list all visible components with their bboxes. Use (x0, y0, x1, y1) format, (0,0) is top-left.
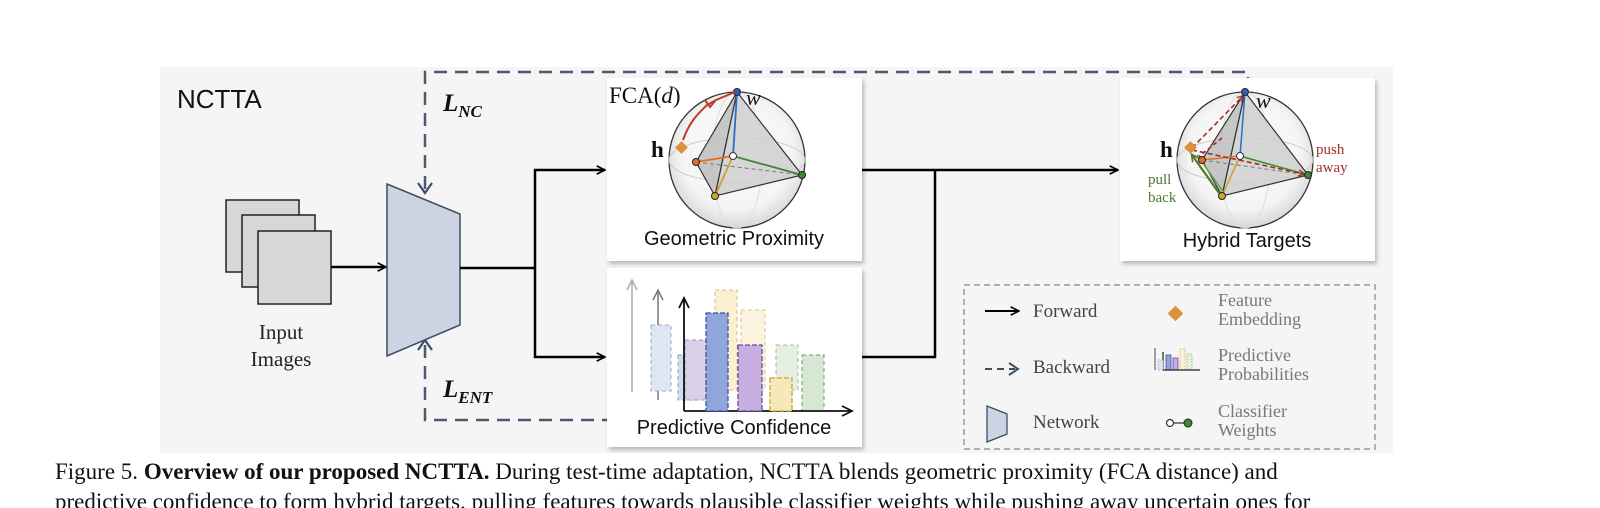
predictive-confidence-panel: Predictive Confidence (607, 268, 862, 447)
input-images-icon (225, 199, 332, 305)
hybrid-w-label: w (1256, 88, 1271, 113)
caption-line1: Figure 5. Overview of our proposed NCTTA… (55, 459, 1278, 484)
legend-feature-line1: Feature (1218, 290, 1272, 310)
backward-loop-bottom (423, 345, 612, 422)
input-label-line2: Images (251, 347, 312, 371)
push-away-line2: away (1316, 160, 1348, 176)
legend-classifier-line2: Weights (1218, 420, 1277, 440)
figure-caption: Figure 5. Overview of our proposed NCTTA… (55, 457, 1555, 508)
confidence-panel-label: Predictive Confidence (637, 417, 832, 439)
confidence-merge-line (862, 170, 937, 359)
legend-predictive-line1: Predictive (1218, 345, 1291, 365)
legend-classifier-icon (1165, 418, 1193, 428)
legend-feature-line2: Embedding (1218, 309, 1301, 329)
loss-nc-label: LNC (442, 90, 483, 121)
network-shape (386, 182, 461, 358)
nc-arrowhead (417, 182, 433, 195)
geometric-h-label: h (651, 137, 664, 162)
branch-lower-arrow (533, 268, 605, 357)
legend-network-icon (986, 405, 1008, 443)
fca-label: FCA(d) (609, 83, 681, 108)
push-away-line1: push (1316, 142, 1345, 158)
pull-back-line1: pull (1148, 172, 1171, 188)
legend-probabilities-icon (1154, 348, 1200, 371)
legend-predictive-line2: Probabilities (1218, 364, 1309, 384)
backward-loop (423, 70, 1250, 189)
geometric-proximity-panel: FCA(d) h w Geometric Proximity (607, 78, 862, 261)
legend-classifier-line1: Classifier (1218, 401, 1287, 421)
geometric-w-label: w (746, 85, 761, 110)
hybrid-panel-label: Hybrid Targets (1183, 230, 1312, 252)
geometric-panel-label: Geometric Proximity (644, 228, 824, 250)
loss-ent-label: LENT (442, 376, 493, 407)
panel-title: NCTTA (177, 84, 262, 114)
branch-upper-arrow (533, 170, 605, 268)
pull-back-line2: back (1148, 190, 1177, 206)
legend-backward-label: Backward (1033, 357, 1111, 378)
legend: Forward Backward Network Feature Embeddi… (963, 284, 1376, 450)
input-label-line1: Input (259, 320, 303, 344)
hybrid-targets-panel: h w push away pull back Hybrid Targets (1120, 78, 1375, 261)
hybrid-h-label: h (1160, 137, 1173, 162)
legend-network-label: Network (1033, 412, 1100, 433)
caption-line2: predictive confidence to form hybrid tar… (55, 489, 1311, 508)
legend-feature-icon (1167, 305, 1184, 322)
legend-forward-label: Forward (1033, 301, 1098, 322)
